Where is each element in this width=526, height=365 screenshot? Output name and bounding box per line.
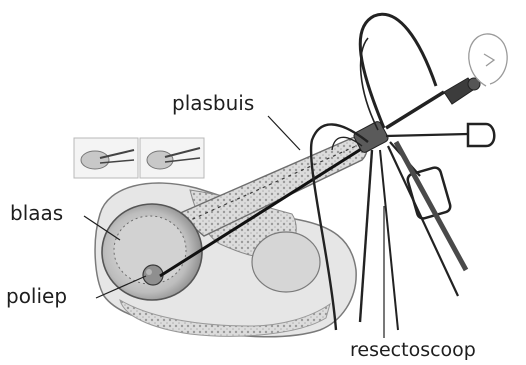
label-resectoscoop: resectoscoop: [350, 341, 476, 360]
label-poliep: poliep: [6, 286, 67, 306]
label-blaas: blaas: [10, 203, 63, 223]
bladder-cross-section: [102, 204, 202, 300]
label-plasbuis: plasbuis: [172, 93, 254, 113]
leader-plasbuis: [268, 116, 300, 150]
inset-thumbnail-2-icon: [140, 138, 204, 178]
inset-thumbnail-1-icon: [74, 138, 138, 178]
